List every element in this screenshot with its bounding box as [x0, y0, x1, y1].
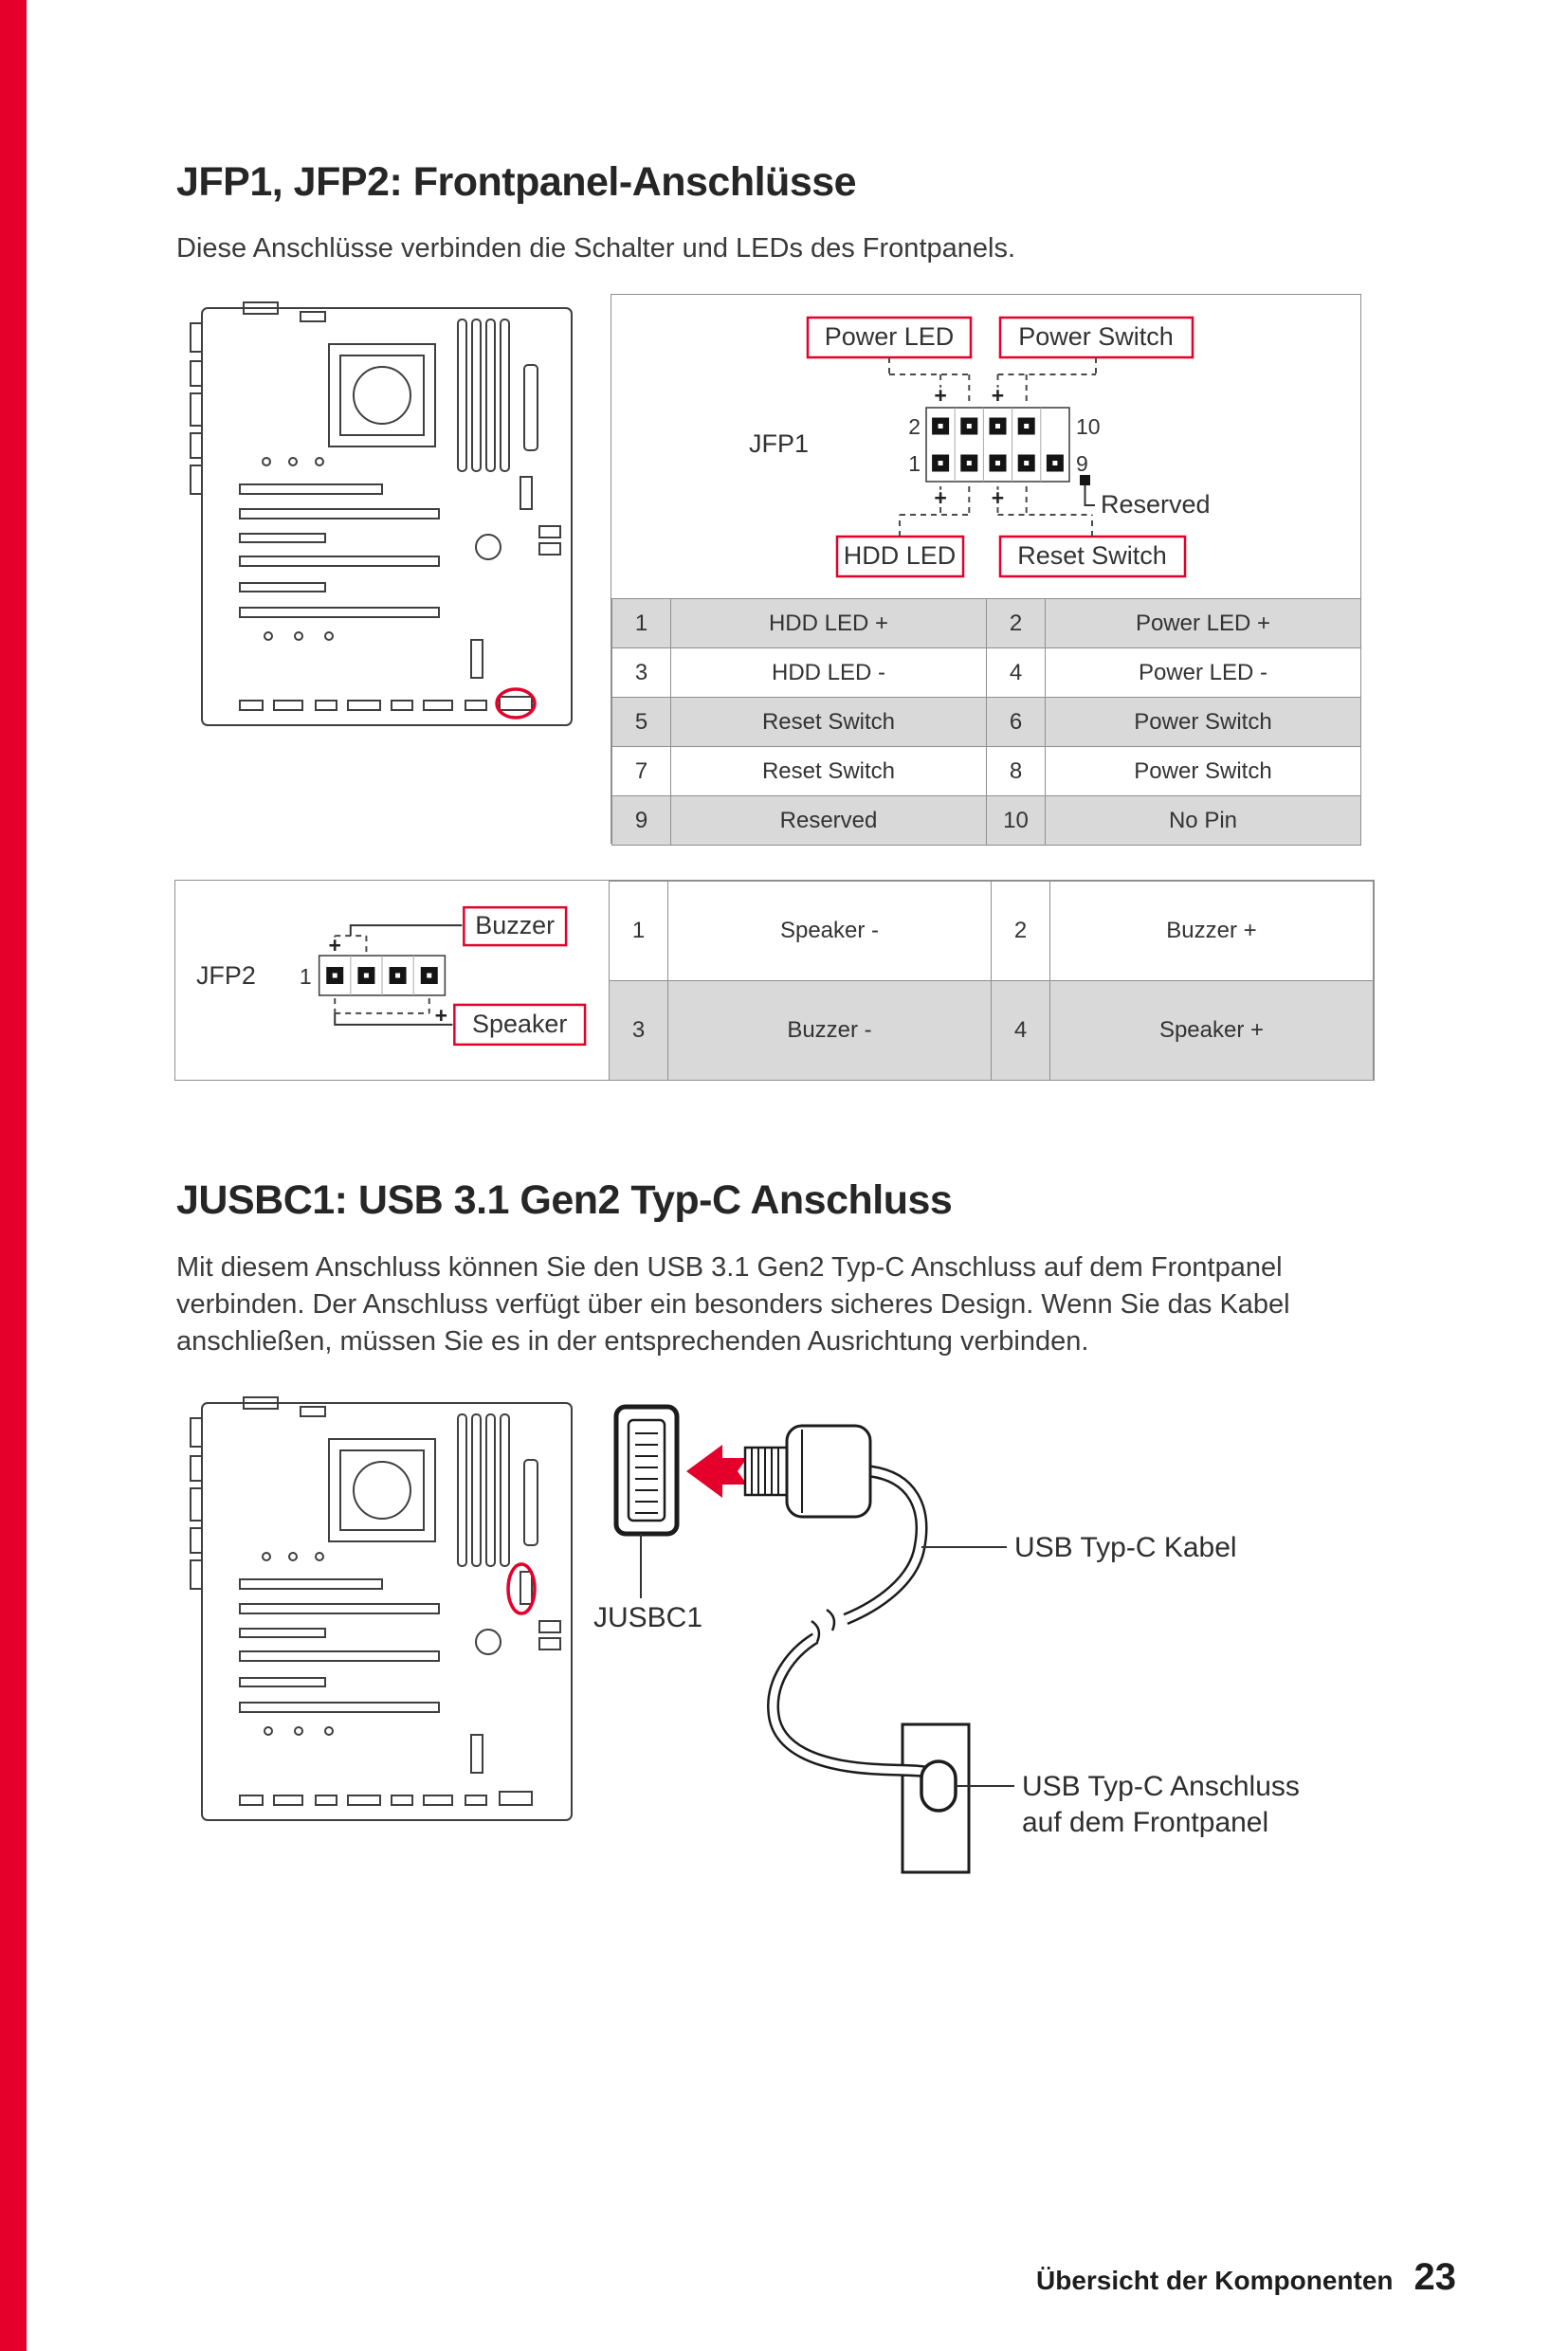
- pin-cell: 4: [991, 980, 1050, 1081]
- plus-mark: +: [934, 485, 946, 510]
- pin-cell: 1: [609, 881, 668, 981]
- signal-cell: HDD LED -: [670, 647, 987, 698]
- reset-switch-callout-box: [998, 535, 1187, 578]
- pin-cell: 5: [611, 697, 671, 747]
- page-number: 23: [1413, 2256, 1457, 2298]
- plus-mark: +: [992, 485, 1004, 510]
- speaker-callout: Speaker: [472, 1010, 567, 1038]
- usb-cable: [767, 1465, 939, 1781]
- power-led-callout: Power LED: [825, 322, 955, 351]
- speaker-leader: [334, 1012, 453, 1026]
- buzzer-callout: Buzzer: [475, 911, 555, 939]
- jfp1-pinout-diagram: Power LED Power Switch HDD LED Reset Swi…: [749, 316, 1211, 578]
- signal-cell: Buzzer +: [1049, 881, 1374, 981]
- cable-label: USB Typ-C Kabel: [1014, 1532, 1237, 1563]
- signal-cell: Power LED +: [1045, 598, 1361, 648]
- signal-cell: Power Switch: [1045, 697, 1361, 747]
- plus-mark: +: [329, 933, 341, 957]
- page-footer: Übersicht der Komponenten 23: [1036, 2256, 1456, 2299]
- pin-number-2: 2: [908, 414, 921, 439]
- hdd-led-bracket: [899, 486, 971, 537]
- section-title-jusbc: JUSBC1: USB 3.1 Gen2 Typ-C Anschluss: [176, 1177, 953, 1223]
- pin-cell: 2: [991, 881, 1050, 981]
- power-led-callout-box: [806, 316, 973, 359]
- pin-number-10: 10: [1076, 414, 1101, 439]
- signal-cell: Speaker -: [667, 881, 992, 981]
- frontpanel-usbc-port: [920, 1759, 957, 1813]
- section-title-jfp: JFP1, JFP2: Frontpanel-Anschlüsse: [176, 159, 857, 205]
- pin-cell: 4: [986, 647, 1046, 698]
- pin-cell: 10: [986, 795, 1046, 846]
- pin-cell: 7: [611, 746, 671, 796]
- power-switch-bracket: [996, 357, 1097, 401]
- pin-cell: 2: [986, 598, 1046, 648]
- signal-cell: Buzzer -: [667, 980, 992, 1081]
- pin-number-1: 1: [300, 964, 312, 989]
- jfp2-pinout-diagram: JFP2 1 + Buzzer +: [196, 905, 587, 1047]
- port-label-line2: auf dem Frontpanel: [1022, 1807, 1268, 1838]
- usb-typec-figure: JUSBC1 USB Typ-C Kabel USB Typ-C Anschlu…: [593, 1404, 1300, 1874]
- signal-cell: Power LED -: [1045, 647, 1361, 698]
- plus-mark: +: [435, 1003, 447, 1028]
- jfp1-figure-panel: Power LED Power Switch HDD LED Reset Swi…: [611, 294, 1361, 846]
- section-intro-jfp: Diese Anschlüsse verbinden die Schalter …: [176, 233, 1016, 264]
- signal-cell: No Pin: [1045, 795, 1361, 846]
- jusbc1-location-highlight: [506, 1562, 537, 1615]
- pin-cell: 8: [986, 746, 1046, 796]
- page-accent-bar: [0, 0, 27, 2351]
- signal-cell: HDD LED +: [670, 598, 987, 648]
- pin-number-9: 9: [1076, 451, 1088, 476]
- signal-cell: Reset Switch: [670, 697, 987, 747]
- power-led-bracket: [888, 357, 971, 401]
- port-label-line1: USB Typ-C Anschluss: [1022, 1771, 1300, 1802]
- jusbc1-connector: [613, 1404, 680, 1537]
- reserved-leader: [1080, 475, 1095, 506]
- signal-cell: Reserved: [670, 795, 987, 846]
- signal-cell: Power Switch: [1045, 746, 1361, 796]
- buzzer-callout-box: [463, 905, 568, 947]
- jfp-location-highlight: [495, 687, 537, 720]
- pin-number-1: 1: [908, 451, 921, 476]
- pin-cell: 3: [609, 980, 668, 1081]
- power-switch-callout: Power Switch: [1018, 322, 1174, 351]
- section-body-jusbc: Mit diesem Anschluss können Sie den USB …: [176, 1252, 1290, 1357]
- plus-mark: +: [992, 383, 1004, 408]
- pin-cell: 6: [986, 697, 1046, 747]
- motherboard-diagram-jfp: [187, 299, 585, 735]
- signal-cell: Speaker +: [1049, 980, 1374, 1081]
- buzzer-leader: [349, 924, 463, 937]
- motherboard-diagram-jusbc1: [187, 1394, 585, 1830]
- speaker-callout-box: [453, 1003, 587, 1047]
- reserved-callout: Reserved: [1101, 490, 1211, 519]
- pin-cell: 3: [611, 647, 671, 698]
- reset-switch-bracket: [996, 486, 1093, 537]
- jfp2-figure-panel: JFP2 1 + Buzzer +: [174, 880, 1375, 1081]
- footer-label: Übersicht der Komponenten: [1036, 2266, 1394, 2295]
- hdd-led-callout: HDD LED: [844, 541, 957, 570]
- jfp1-label: JFP1: [749, 429, 809, 458]
- cable-break-mark: [811, 1608, 836, 1643]
- usb-typec-plug: [743, 1424, 872, 1519]
- jfp2-pin-header: [318, 955, 447, 996]
- orientation-arrow-icon: [686, 1445, 747, 1498]
- jfp2-label: JFP2: [196, 961, 256, 990]
- signal-cell: Reset Switch: [670, 746, 987, 796]
- pin-cell: 1: [611, 598, 671, 648]
- reset-switch-callout: Reset Switch: [1017, 541, 1167, 570]
- speaker-bracket: [334, 997, 430, 1014]
- jfp1-pin-header: [925, 407, 1070, 483]
- jusbc1-label: JUSBC1: [593, 1602, 702, 1633]
- plus-mark: +: [934, 383, 946, 408]
- pin-cell: 9: [611, 795, 671, 846]
